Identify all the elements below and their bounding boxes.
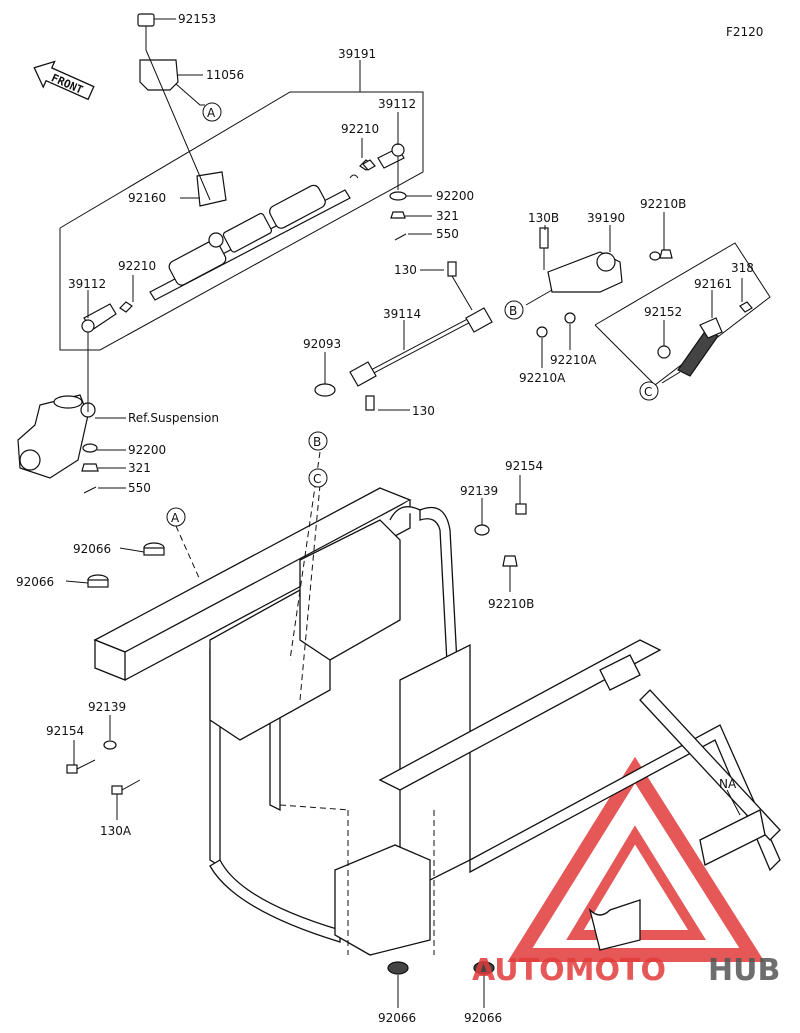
- label-11056: 11056: [206, 68, 244, 82]
- svg-text:C: C: [313, 472, 321, 486]
- label-39191: 39191: [338, 47, 376, 61]
- watermark-brand-1: AUTOMOTO: [472, 953, 666, 988]
- leader-lines: [65, 18, 743, 1008]
- label-550-bottom: 550: [128, 481, 151, 495]
- steering-rack-group: [59, 91, 424, 351]
- label-92154-left: 92154: [46, 724, 84, 738]
- label-92200-bottom: 92200: [128, 443, 166, 457]
- plug-bottom-left: [387, 961, 409, 975]
- svg-text:A: A: [171, 511, 180, 525]
- label-130-mid: 130: [412, 404, 435, 418]
- label-130B: 130B: [528, 211, 559, 225]
- label-92210B-top: 92210B: [640, 197, 686, 211]
- label-39190: 39190: [587, 211, 625, 225]
- plug-top: [143, 542, 165, 556]
- vehicle-frame: [93, 487, 781, 956]
- label-92161: 92161: [694, 277, 732, 291]
- right-frame-hardware: [474, 503, 527, 567]
- reference-suspension: Ref.Suspension: [128, 411, 219, 425]
- label-92210B-right: 92210B: [488, 597, 534, 611]
- label-NA: NA: [719, 777, 737, 791]
- label-92210A-right: 92210A: [550, 353, 597, 367]
- label-92160: 92160: [128, 191, 166, 205]
- label-92154-right: 92154: [505, 459, 543, 473]
- callout-c-frame: C: [308, 468, 328, 488]
- label-130-top: 130: [394, 263, 417, 277]
- label-92066-bottom-left: 92066: [378, 1011, 416, 1025]
- label-92152: 92152: [644, 305, 682, 319]
- label-92066-left: 92066: [16, 575, 54, 589]
- label-39112-left: 39112: [68, 277, 106, 291]
- label-39114: 39114: [383, 307, 421, 321]
- callout-a-frame: A: [166, 507, 186, 527]
- label-92139-left: 92139: [88, 700, 126, 714]
- clamp-bracket: [137, 13, 227, 207]
- part-labels: 92153 11056 39191 39112 92210 92160 9220…: [16, 12, 754, 1025]
- callout-c-top: C: [639, 381, 659, 401]
- label-92153: 92153: [178, 12, 216, 26]
- label-92139-right: 92139: [460, 484, 498, 498]
- left-hardware: [66, 740, 141, 795]
- column-bracket: [536, 227, 673, 338]
- front-arrow-icon: FRONT: [33, 60, 95, 101]
- label-92093: 92093: [303, 337, 341, 351]
- intermediate-shaft: [314, 261, 493, 411]
- label-92200-top: 92200: [436, 189, 474, 203]
- watermark-brand-2: HUB: [708, 953, 780, 988]
- plug-bottom-right: [473, 961, 495, 975]
- label-321-bottom: 321: [128, 461, 151, 475]
- label-321-top: 321: [436, 209, 459, 223]
- column-group-outline: [594, 242, 771, 386]
- tie-rod-end-right: [349, 143, 405, 190]
- label-39112-top: 39112: [378, 97, 416, 111]
- label-92210-left: 92210: [118, 259, 156, 273]
- svg-text:B: B: [509, 304, 517, 318]
- label-550-top: 550: [436, 227, 459, 241]
- label-92210A-left: 92210A: [519, 371, 566, 385]
- label-92210-top: 92210: [341, 122, 379, 136]
- label-318: 318: [731, 261, 754, 275]
- label-130A: 130A: [100, 824, 132, 838]
- right-hardware: [362, 159, 407, 241]
- steering-column: [657, 301, 753, 377]
- callout-b-frame: B: [308, 431, 328, 451]
- plug-left: [87, 574, 109, 588]
- label-92066-bottom-right: 92066: [464, 1011, 502, 1025]
- knuckle-hardware: [81, 443, 99, 494]
- tie-rod-end-left: [81, 301, 133, 343]
- label-92066-top: 92066: [73, 542, 111, 556]
- svg-text:A: A: [207, 106, 216, 120]
- svg-text:B: B: [313, 435, 321, 449]
- watermark-text: AUTOMOTO HUB: [472, 953, 780, 988]
- figure-code: F2120: [726, 25, 763, 39]
- callout-a-top: A: [202, 102, 222, 122]
- steering-rack: [149, 175, 351, 301]
- callout-b-top: B: [504, 300, 524, 320]
- svg-text:C: C: [644, 385, 652, 399]
